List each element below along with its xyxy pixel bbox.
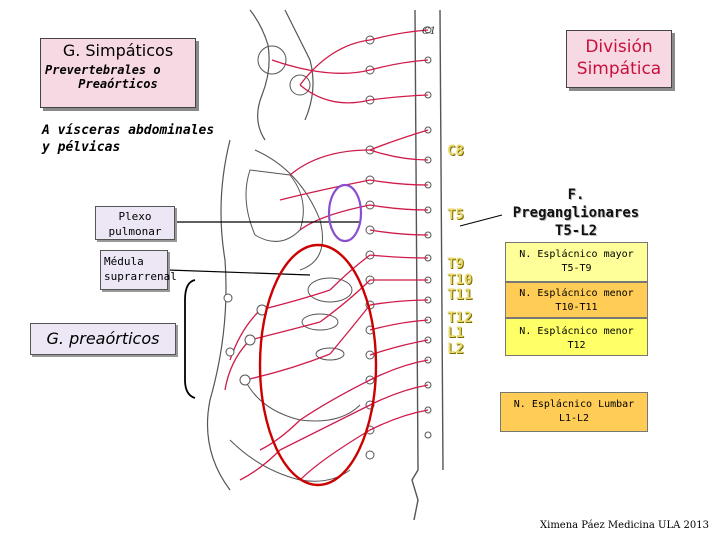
segment-label-t12: T12 — [447, 310, 473, 326]
preganglionares-line-2: T5-L2 — [554, 223, 598, 239]
visceras-line-1: A vísceras abdominales — [42, 123, 215, 138]
g-simpaticos-sub1: Prevertebrales o — [45, 63, 161, 77]
segment-label-t9: T9 — [447, 256, 464, 272]
segment-label-l2: L2 — [447, 341, 464, 357]
splanchnic-menor2-name: N. Esplácnico menor — [519, 326, 634, 337]
medula-line-1: Médula — [104, 255, 144, 268]
g-simpaticos-sub2: Preaórticos — [78, 77, 158, 91]
title-box: División Simpática — [566, 30, 672, 88]
plexo-pulmonar-box: Plexo pulmonar — [95, 206, 175, 240]
segment-label-c8: C8 — [447, 143, 464, 159]
segment-label-t5: T5 — [447, 207, 464, 223]
plexo-line-1: Plexo — [118, 210, 152, 223]
visceras-label: A vísceras abdominales y pélvicas — [42, 122, 214, 156]
splanchnic-box-lumbar: N. Esplácnico Lumbar L1-L2 — [500, 392, 648, 432]
medula-line-2: suprarrenal — [104, 270, 177, 283]
preganglionares-line-1: F. Preganglionares — [512, 187, 640, 221]
segment-label-t10: T10 — [447, 272, 473, 288]
medula-suprarrenal-box: Médula suprarrenal — [100, 250, 177, 290]
segment-label-l1: L1 — [447, 325, 464, 341]
splanchnic-box-mayor: N. Esplácnico mayor T5-T9 — [505, 242, 648, 282]
splanchnic-box-menor-2: N. Esplácnico menor T12 — [505, 318, 648, 356]
title-line-2: Simpática — [576, 59, 662, 79]
splanchnic-mayor-range: T5-T9 — [561, 263, 592, 274]
visceras-line-2: y pélvicas — [42, 140, 121, 155]
splanchnic-lumbar-name: N. Esplácnico Lumbar — [513, 399, 635, 410]
splanchnic-menor1-range: T10-T11 — [555, 302, 598, 313]
g-simpaticos-box: G. Simpáticos Prevertebrales o Preaórtic… — [40, 38, 196, 108]
splanchnic-menor1-name: N. Esplácnico menor — [519, 288, 634, 299]
g-simpaticos-title: G. Simpáticos — [62, 41, 174, 60]
segment-label-t11: T11 — [447, 287, 473, 303]
splanchnic-menor2-range: T12 — [567, 340, 586, 351]
preganglionares-label: F. Preganglionares T5-L2 — [502, 186, 650, 240]
g-preaorticos-box: G. preaórticos — [30, 323, 176, 355]
plexo-line-2: pulmonar — [108, 225, 162, 238]
title-line-1: División — [585, 37, 653, 57]
splanchnic-mayor-name: N. Esplácnico mayor — [519, 249, 634, 260]
credit-text: Ximena Páez Medicina ULA 2013 — [540, 520, 709, 531]
splanchnic-lumbar-range: L1-L2 — [558, 413, 590, 424]
splanchnic-box-menor-1: N. Esplácnico menor T10-T11 — [505, 282, 648, 318]
segment-label-c1: C1 — [422, 26, 437, 37]
